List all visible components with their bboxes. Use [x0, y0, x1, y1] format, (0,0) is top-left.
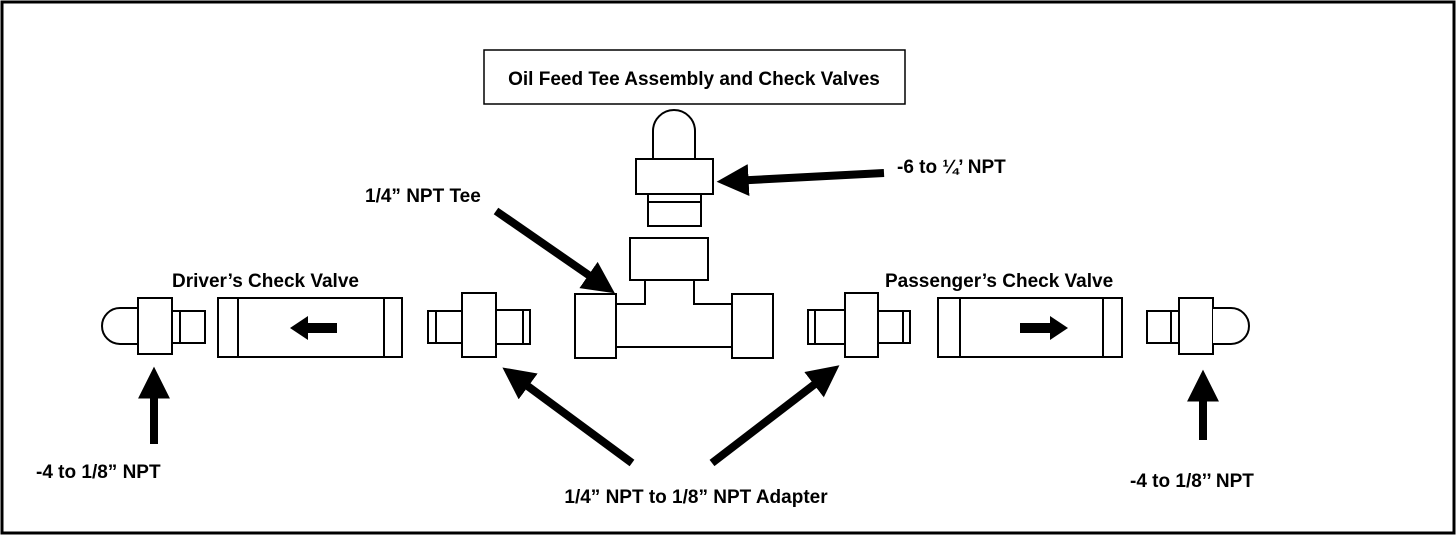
right-fitting-cap [1213, 307, 1250, 345]
top-fitting-hex [635, 158, 714, 195]
right-adapter-hex [844, 292, 879, 358]
right-adapter [807, 292, 911, 358]
right-fitting-hex [1178, 297, 1214, 355]
passenger-valve-label: Passenger’s Check Valve [885, 271, 1113, 292]
right-adapter-leader-arrow [709, 365, 840, 467]
left-fitting-cap [101, 307, 138, 345]
passenger-check-valve [937, 297, 1123, 358]
tee-label: 1/4” NPT Tee [365, 186, 481, 207]
adapter-label: 1/4” NPT to 1/8” NPT Adapter [564, 487, 828, 508]
top-fitting-leader-arrow [716, 164, 885, 197]
right-fitting-label: -4 to 1/8’’ NPT [1130, 471, 1254, 492]
npt-tee [574, 279, 774, 359]
tee-left-port [574, 293, 617, 359]
top-fitting-cap [652, 109, 696, 159]
left-fitting [101, 297, 206, 355]
left-adapter-thread-small [427, 310, 463, 344]
title-box: Oil Feed Tee Assembly and Check Valves [483, 49, 906, 105]
right-adapter-thread-large [807, 309, 846, 345]
left-fitting-hex [137, 297, 173, 355]
tee-body [615, 279, 733, 348]
left-fitting-label: -4 to 1/8” NPT [36, 462, 161, 483]
top-fitting-label: -6 to ¼’ NPT [897, 157, 1006, 178]
tee-right-port [731, 293, 774, 359]
title-frame [483, 49, 906, 105]
tee-leader-arrow [493, 207, 615, 294]
diagram-title: Oil Feed Tee Assembly and Check Valves [508, 69, 880, 90]
right-adapter-thread-small [877, 310, 911, 344]
left-adapter-thread-large [495, 309, 531, 345]
left-fitting-thread [171, 310, 206, 344]
driver-check-valve [217, 297, 403, 358]
right-fitting [1146, 297, 1250, 355]
left-adapter-leader-arrow [502, 367, 635, 467]
left-adapter-hex [461, 292, 497, 358]
right-fitting-thread [1146, 310, 1180, 344]
driver-flow-arrow-icon [290, 316, 337, 340]
top-fitting [635, 109, 714, 227]
passenger-flow-arrow-icon [1020, 316, 1068, 340]
tee-top-nut [629, 237, 709, 281]
driver-valve-label: Driver’s Check Valve [172, 271, 359, 292]
left-adapter [427, 292, 531, 358]
top-fitting-thread [647, 193, 702, 227]
